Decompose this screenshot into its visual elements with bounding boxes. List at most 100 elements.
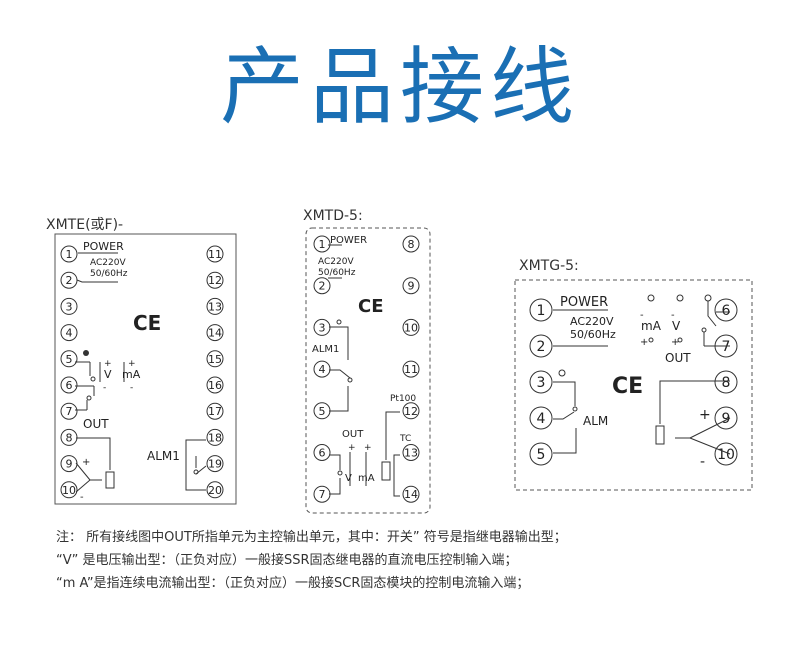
xmtg-left-terminals: 1 2 3 4 5	[529, 298, 553, 466]
xmtd-terminal-label-9: 9	[408, 280, 415, 293]
xmtd-frame	[305, 227, 431, 514]
xmtd-terminal-label-6: 6	[319, 446, 326, 459]
xmtd-terminal-1	[313, 235, 331, 253]
xmtg-terminal-label-1: 1	[537, 303, 546, 319]
svg-text:+: +	[699, 407, 711, 423]
xmtd-terminal-12	[402, 402, 420, 420]
xmte-terminal-label-13: 13	[208, 300, 222, 313]
xmte-terminal-label-3: 3	[66, 300, 73, 313]
xmte-terminal-1	[60, 245, 78, 263]
note-line-2: “V” 是电压输出型：（正负对应）一般接SSR固态继电器的直流电压控制输入端；	[56, 553, 518, 568]
xmtd-terminal-label-13: 13	[404, 446, 418, 459]
xmtg-terminal-label-7: 7	[722, 339, 731, 355]
xmte-terminal-3	[60, 297, 78, 315]
xmtg-terminal-label-8: 8	[722, 375, 731, 391]
svg-text:+: +	[128, 359, 136, 369]
xmte-terminal-label-2: 2	[66, 274, 73, 287]
xmtg-terminal-label-4: 4	[537, 411, 546, 427]
xmtg-label: XMTG-5:	[519, 258, 579, 274]
xmtd-ce-mark: CE	[358, 296, 384, 317]
xmtg-terminal-2	[529, 334, 553, 358]
xmtd-alm-label: ALM1	[312, 344, 339, 355]
xmte-ac-label: AC220V	[90, 258, 126, 268]
svg-text:+: +	[348, 443, 356, 453]
xmte-terminal-label-4: 4	[66, 327, 73, 340]
xmtg-terminal-label-5: 5	[537, 447, 546, 463]
xmtd-terminal-label-14: 14	[404, 488, 418, 501]
xmtg-out-label: OUT	[665, 351, 691, 365]
xmte-terminal-16	[206, 376, 224, 394]
xmte-terminal-label-14: 14	[208, 327, 222, 340]
xmtd-tc-label: TC	[399, 434, 411, 444]
xmtg-terminal-6	[714, 298, 738, 322]
xmte-terminal-label-17: 17	[208, 405, 222, 418]
xmte-out-label: OUT	[83, 417, 109, 431]
xmte-terminal-18	[206, 428, 224, 446]
xmtg-ac-label: AC220V	[570, 315, 614, 328]
xmtd-label: XMTD-5:	[303, 208, 363, 224]
xmte-label: XMTE(或F)-	[46, 217, 124, 233]
xmte-terminal-label-5: 5	[66, 353, 73, 366]
xmte-terminal-label-20: 20	[208, 484, 222, 497]
xmtd-v-label: V	[345, 473, 352, 484]
svg-text:+: +	[104, 359, 112, 369]
xmtd-ma-label: mA	[358, 473, 375, 484]
note-line-3: “m A”是指连续电流输出型：（正负对应）一般接SCR固态模块的控制电流输入端；	[56, 576, 530, 591]
xmte-terminal-12	[206, 271, 224, 289]
xmte-terminal-label-9: 9	[66, 458, 73, 471]
xmtg-terminal-10	[714, 442, 738, 466]
xmtg-terminal-9	[714, 406, 738, 430]
xmte-terminal-8	[60, 428, 78, 446]
svg-text:+: +	[82, 457, 90, 468]
xmte-v-label: V	[104, 368, 112, 381]
xmtd-terminal-label-5: 5	[319, 405, 326, 418]
xmtd-terminal-6	[313, 444, 331, 461]
xmtg-ma-label: mA	[641, 319, 662, 333]
svg-text:-: -	[700, 454, 705, 470]
xmtd-terminal-4	[313, 360, 331, 378]
xmte-terminal-label-8: 8	[66, 431, 73, 444]
xmtd-terminal-label-7: 7	[319, 488, 326, 501]
xmtd-terminal-11	[402, 360, 420, 378]
xmtd-terminal-label-1: 1	[319, 238, 326, 251]
xmte-terminal-20	[206, 481, 224, 499]
xmte-terminal-label-15: 15	[208, 353, 222, 366]
svg-text:+: +	[640, 337, 648, 348]
xmte-terminal-19	[206, 455, 224, 473]
xmtd-terminal-9	[402, 277, 420, 295]
xmtd-terminal-14	[402, 485, 420, 503]
xmtd-out-label: OUT	[342, 429, 364, 440]
xmtg-v-label: V	[672, 319, 681, 333]
xmtg-power-label: POWER	[560, 295, 608, 310]
xmte-terminal-label-11: 11	[208, 248, 222, 261]
xmte-terminal-10	[60, 481, 78, 499]
xmte-terminal-14	[206, 324, 224, 342]
xmtg-terminal-label-6: 6	[722, 303, 731, 319]
xmtg-terminal-label-3: 3	[537, 375, 546, 391]
xmte-terminal-13	[206, 297, 224, 315]
xmtg-terminal-label-9: 9	[722, 411, 731, 427]
xmtg-terminal-8	[714, 370, 738, 394]
xmtd-terminal-label-11: 11	[404, 363, 418, 376]
xmte-ma-label: mA	[122, 368, 141, 381]
xmtd-terminal-8	[402, 235, 420, 253]
xmte-terminal-label-19: 19	[208, 458, 222, 471]
xmtg-terminal-label-2: 2	[537, 339, 546, 355]
xmtd-terminal-label-3: 3	[319, 321, 326, 334]
xmtd-terminal-label-2: 2	[319, 280, 326, 293]
note-line-1: 注： 所有接线图中OUT所指单元为主控输出单元，其中：开关” 符号是指继电器输出…	[56, 530, 567, 545]
svg-text:+: +	[364, 443, 372, 453]
wiring-notes: 注： 所有接线图中OUT所指单元为主控输出单元，其中：开关” 符号是指继电器输出…	[56, 526, 567, 595]
xmtd-terminal-label-12: 12	[404, 405, 418, 418]
xmte-terminal-label-18: 18	[208, 431, 222, 444]
xmte-terminal-7	[60, 402, 78, 420]
xmte-terminal-5	[60, 350, 78, 368]
